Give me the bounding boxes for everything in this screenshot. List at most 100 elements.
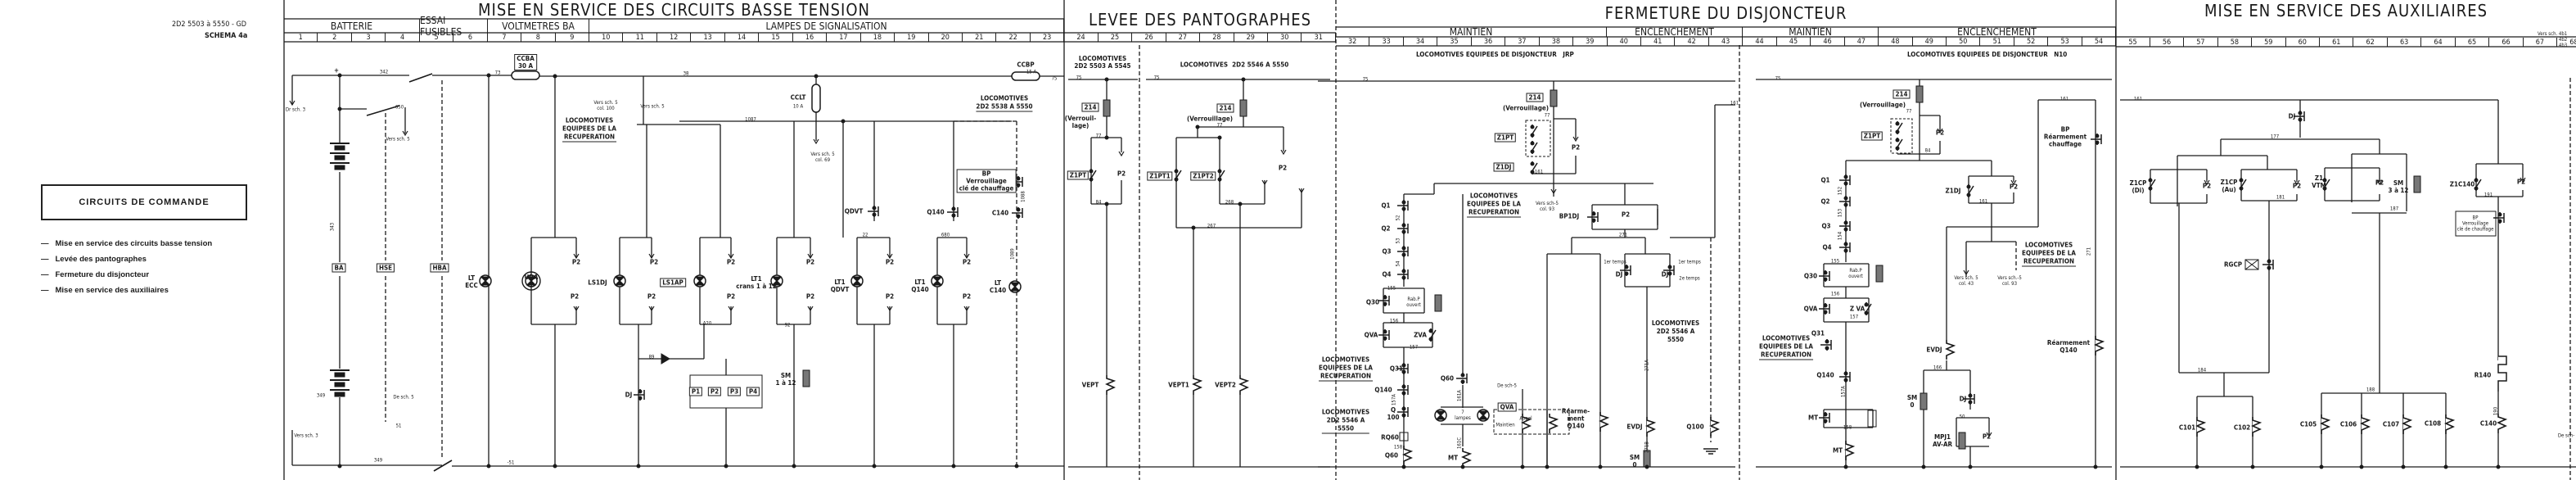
- junction-dot: [1383, 301, 1387, 306]
- junction-dot: [1624, 265, 1629, 269]
- component-label-auxiliaires: 184: [2197, 367, 2207, 374]
- column-number: 57: [2184, 38, 2218, 47]
- coil-symbol: [2251, 417, 2262, 437]
- connector-icon: [573, 306, 580, 312]
- lamp-fill: [1009, 282, 1021, 292]
- component-label-pantographes: P2: [1278, 164, 1288, 172]
- component-label-disjoncteur-n10: Q140: [1816, 371, 1834, 379]
- junction-dot: [1217, 169, 1222, 174]
- component-label-disjoncteur-n10: 77: [1906, 108, 1912, 115]
- component-label-pantographes: VEPT2: [1215, 381, 1236, 389]
- junction-dot: [486, 464, 491, 469]
- column-number: 40: [1608, 37, 1641, 46]
- column-number: 8: [521, 33, 556, 42]
- coil-symbol: [1599, 412, 1610, 432]
- junction-dot: [1530, 161, 1535, 166]
- component-label-disjoncteur-n10: Rab.P ouvert: [1848, 268, 1863, 279]
- component-label-basse-tension: LT1 crans 1 à 12: [736, 275, 777, 290]
- component-label-basse-tension: Dr sch. 3: [285, 106, 306, 113]
- column-number: 65: [2456, 38, 2490, 47]
- component-label-disjoncteur-n10: Z1PT: [1861, 131, 1884, 141]
- component-label-disjoncteur-jrp: Q 100: [1387, 406, 1400, 421]
- component-label-pantographes: LOCOMOTIVES 2D2 5503 A 5545: [1074, 55, 1131, 70]
- component-label-disjoncteur-jrp: 214: [1526, 93, 1544, 102]
- junction-dot: [2496, 464, 2501, 469]
- relay-block-icon: [2413, 175, 2421, 193]
- connector-icon: [1118, 151, 1125, 157]
- junction-dot: [1823, 270, 1828, 275]
- junction-dot: [2298, 111, 2303, 115]
- component-label-disjoncteur-n10: 75: [1775, 75, 1781, 82]
- component-label-disjoncteur-jrp: 158: [1393, 444, 1403, 451]
- component-label-auxiliaires: C108: [2424, 419, 2442, 428]
- arrow-icon: [1963, 269, 1969, 276]
- component-label-pantographes: (Verrouil- lage): [1064, 115, 1097, 129]
- component-label-basse-tension: 1089: [1009, 248, 1016, 260]
- junction-dot: [1401, 223, 1406, 228]
- component-label-basse-tension: 342: [379, 69, 389, 75]
- battery-cell: [334, 392, 345, 397]
- component-label-auxiliaires: Z1CP (Di): [2129, 179, 2147, 194]
- component-label-disjoncteur-jrp: Q31: [1389, 365, 1404, 373]
- component-label-disjoncteur-n10: 161: [2059, 96, 2069, 102]
- junction-dot: [1624, 271, 1629, 276]
- component-label-disjoncteur-jrp: Maintien: [1496, 422, 1515, 428]
- component-label-basse-tension: P2: [805, 258, 815, 266]
- lamp-fill: [771, 276, 783, 286]
- resistor-symbol: [1867, 410, 1877, 428]
- component-label-basse-tension: 650: [395, 104, 404, 111]
- component-label-basse-tension: Vers sch. 5 col. 100: [593, 100, 618, 111]
- connector-icon: [1298, 188, 1305, 194]
- connector-icon: [573, 253, 580, 260]
- component-label-disjoncteur-jrp: Q1: [1381, 202, 1391, 210]
- junction-dot: [1401, 200, 1406, 205]
- coil-symbol: [2360, 414, 2371, 434]
- column-number: 39: [1573, 37, 1608, 46]
- component-label-basse-tension: P2: [707, 387, 722, 396]
- column-number: 31: [1302, 33, 1336, 42]
- voltmeter-icon: [521, 271, 541, 291]
- component-label-basse-tension: 10 A: [792, 103, 804, 110]
- junction-dot: [1895, 146, 1900, 151]
- junction-dot: [2474, 186, 2479, 191]
- junction-dot: [1843, 181, 1848, 186]
- component-label-disjoncteur-jrp: Rab.P ouvert: [1406, 297, 1421, 308]
- junction-dot: [1104, 77, 1109, 82]
- component-label-disjoncteur-jrp: Q140: [1374, 386, 1392, 394]
- junction-dot: [1968, 400, 1973, 405]
- column-number: 67: [2524, 38, 2558, 47]
- junction-dot: [337, 464, 342, 469]
- component-label-disjoncteur-n10: Z1DJ: [1945, 187, 1961, 195]
- junction-dot: [1174, 177, 1179, 182]
- junction-dot: [2443, 464, 2448, 469]
- component-label-disjoncteur-jrp: 157: [1409, 344, 1419, 351]
- component-label-disjoncteur-jrp: Réarme- ment Q140: [1561, 407, 1590, 430]
- ground-icon: [1703, 448, 1718, 455]
- column-number: 48: [1879, 37, 1913, 46]
- junction-dot: [1016, 207, 1021, 212]
- component-label-disjoncteur-n10: 152: [1837, 186, 1843, 196]
- component-label-basse-tension: 349: [373, 457, 383, 464]
- junction-dot: [1843, 378, 1848, 383]
- legend-bullet: —: [41, 239, 49, 248]
- column-number: 30: [1268, 33, 1302, 42]
- rgcp-cross: [2244, 259, 2259, 270]
- component-label-basse-tension: 1087: [745, 116, 756, 123]
- r140-symbol: [2497, 355, 2507, 392]
- component-label-auxiliaires: Z1CP (Au): [2220, 179, 2238, 193]
- component-label-basse-tension: Q140: [927, 208, 945, 216]
- junction-dot: [1428, 328, 1433, 333]
- component-label-disjoncteur-jrp: DJ: [1615, 270, 1623, 278]
- junction-dot: [1401, 206, 1406, 211]
- component-label-pantographes: 77: [1216, 122, 1223, 129]
- coil-symbol: [2094, 336, 2105, 355]
- component-label-disjoncteur-jrp: Q60: [1440, 374, 1455, 383]
- junction-dot: [1667, 265, 1672, 269]
- component-label-basse-tension: P2: [962, 258, 972, 266]
- column-number: 22: [996, 33, 1031, 42]
- column-number: 34: [1404, 37, 1438, 46]
- component-label-basse-tension: P2: [726, 258, 736, 266]
- component-label-disjoncteur-n10: Z VA: [1849, 305, 1865, 313]
- battery-cell: [334, 155, 345, 161]
